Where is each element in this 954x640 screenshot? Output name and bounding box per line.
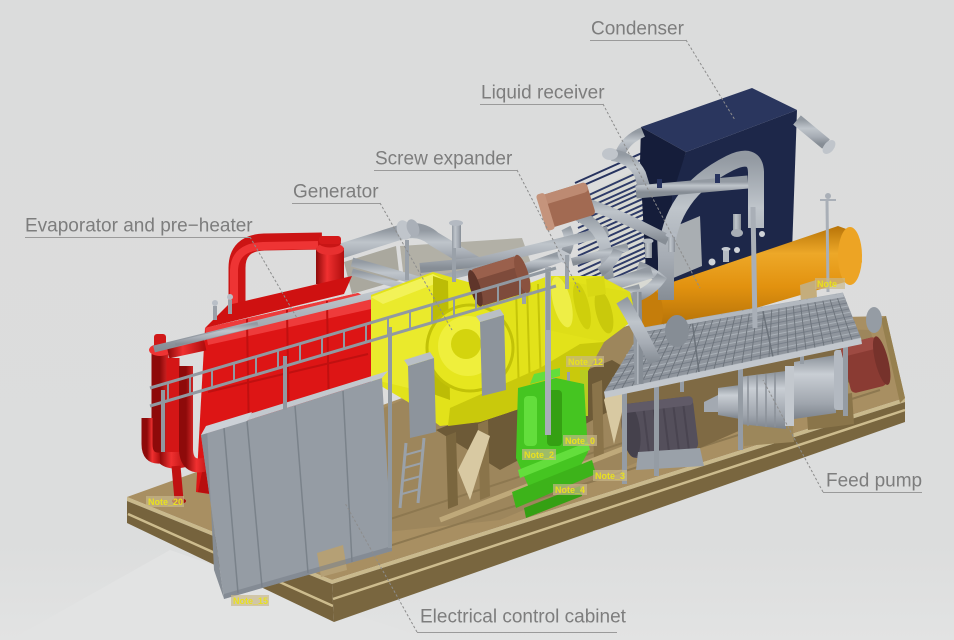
svg-text:Note: Note bbox=[817, 279, 837, 289]
svg-text:Generator: Generator bbox=[293, 182, 379, 203]
svg-text:Evaporator and pre−heater: Evaporator and pre−heater bbox=[25, 216, 253, 237]
svg-text:Note_12: Note_12 bbox=[568, 357, 603, 367]
svg-text:Feed pump: Feed pump bbox=[826, 471, 922, 492]
svg-text:Condenser: Condenser bbox=[591, 19, 685, 40]
svg-text:Note_3: Note_3 bbox=[595, 471, 625, 481]
svg-text:Electrical control cabinet: Electrical control cabinet bbox=[420, 607, 627, 628]
svg-text:Note_15: Note_15 bbox=[233, 596, 268, 606]
svg-text:Note_0: Note_0 bbox=[565, 436, 595, 446]
svg-text:Liquid receiver: Liquid receiver bbox=[481, 83, 605, 104]
svg-text:Note_20: Note_20 bbox=[148, 497, 183, 507]
svg-text:Screw expander: Screw expander bbox=[375, 149, 513, 170]
svg-text:Note_4: Note_4 bbox=[555, 485, 585, 495]
svg-text:Note_2: Note_2 bbox=[524, 450, 554, 460]
